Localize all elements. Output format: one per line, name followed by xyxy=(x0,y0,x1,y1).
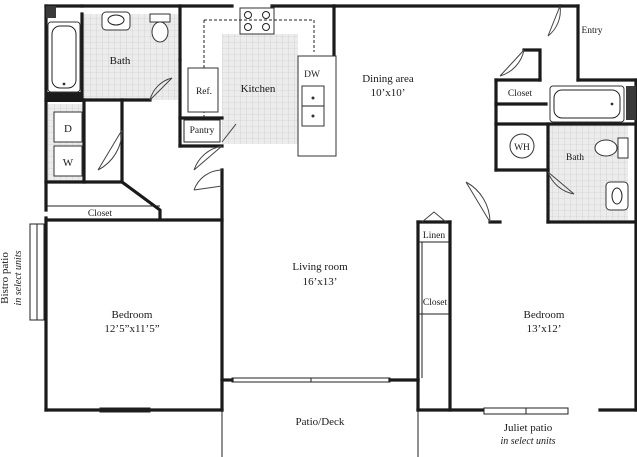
label-bedroom-left-size: 12’5”x11’5” xyxy=(104,323,159,335)
bathtub-right xyxy=(549,85,625,123)
refrigerator xyxy=(187,67,219,113)
bistro-label-group: Bistro patio in select units xyxy=(0,250,24,305)
label-bedroom-left-name: Bedroom xyxy=(112,309,153,321)
wall-block xyxy=(46,92,82,102)
wall-block xyxy=(626,86,636,120)
toilet-left xyxy=(151,21,169,43)
label-kitchen: Kitchen xyxy=(241,83,276,95)
door-bedroom-left xyxy=(193,145,223,171)
toilet-right xyxy=(594,139,618,157)
label-closet-entry: Closet xyxy=(508,89,533,99)
label-pantry: Pantry xyxy=(190,126,215,136)
label-bath-right: Bath xyxy=(566,153,584,163)
toilet-tank-right xyxy=(617,137,629,159)
label-dining-size: 10’x10’ xyxy=(371,87,406,99)
door-entry xyxy=(547,5,561,37)
label-bedroom-right-name: Bedroom xyxy=(524,309,565,321)
door-pantry xyxy=(221,123,237,143)
label-bedroom-right-size: 13’x12’ xyxy=(527,323,562,335)
toilet-tank-left xyxy=(149,13,171,23)
labels: Bath Kitchen Ref. Pantry DW Dining area … xyxy=(0,26,603,447)
label-linen: Linen xyxy=(423,231,445,241)
label-bistro-title: Bistro patio xyxy=(0,252,11,304)
dryer xyxy=(53,111,83,143)
label-washer: W xyxy=(63,157,74,169)
label-water-heater: WH xyxy=(514,143,530,153)
door-closet-entry xyxy=(499,49,525,77)
sink-right xyxy=(605,181,629,211)
label-living-name: Living room xyxy=(292,261,348,273)
label-juliet-title: Juliet patio xyxy=(504,422,553,434)
label-living-size: 16’x13’ xyxy=(303,276,338,288)
stove xyxy=(239,7,275,35)
washer xyxy=(53,145,83,177)
door-bath-right xyxy=(547,171,575,195)
door-bedroom-left-2 xyxy=(193,169,223,191)
label-bath-left: Bath xyxy=(110,55,131,67)
label-closet-left: Closet xyxy=(88,209,113,219)
door-laundry xyxy=(97,129,123,171)
door-bedroom-right xyxy=(465,181,491,223)
label-bistro-note: in select units xyxy=(13,250,24,305)
label-entry: Entry xyxy=(581,26,602,36)
label-dishwasher: DW xyxy=(304,70,320,80)
bathtub-left xyxy=(47,21,81,93)
sink-left xyxy=(101,11,131,31)
label-dining-name: Dining area xyxy=(362,73,414,85)
door-bath-left xyxy=(149,77,173,101)
label-juliet-note: in select units xyxy=(501,436,556,447)
wall-block xyxy=(46,6,56,18)
label-refrigerator: Ref. xyxy=(196,86,212,97)
door-linen xyxy=(421,211,447,223)
label-dryer: D xyxy=(64,123,72,135)
fixtures xyxy=(29,6,636,457)
water-heater xyxy=(509,133,535,159)
doors xyxy=(97,4,575,223)
label-patio: Patio/Deck xyxy=(296,416,345,428)
label-closet-right: Closet xyxy=(423,298,448,308)
